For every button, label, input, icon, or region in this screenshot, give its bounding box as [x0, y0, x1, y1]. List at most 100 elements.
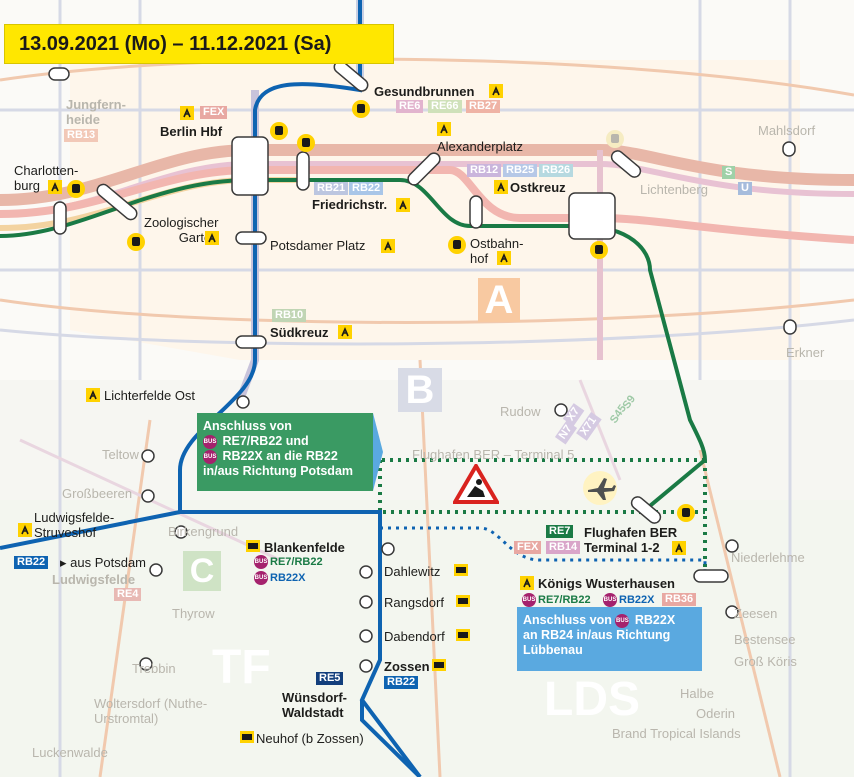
- station-alexanderplatz: Alexanderplatz: [437, 139, 523, 154]
- tag-fex: FEX: [200, 106, 228, 119]
- accessible-icon: [396, 198, 410, 212]
- station-ludwigsfelde-struveshof: Ludwigsfelde- Struveshof: [34, 510, 115, 540]
- station-lichterfelde-ost: Lichterfelde Ost: [104, 388, 196, 403]
- bus-re7-kw-label: RE7/RB22: [538, 594, 591, 606]
- tag-rb14: RB14: [546, 541, 581, 554]
- station-mahlsdorf: Mahlsdorf: [758, 123, 816, 138]
- accessible-icon: [18, 523, 32, 537]
- note-connection-potsdam-text: Anschluss von BUS RE7/RB22 und BUS RB22X…: [203, 419, 354, 478]
- tag-rb25: RB25: [503, 164, 538, 177]
- tag-rb22-aus-potsdam: RB22: [14, 556, 49, 569]
- accessible-icon: [205, 231, 219, 245]
- station-birkengrund: Birkengrund: [168, 524, 239, 539]
- station-zossen: Zossen: [384, 659, 430, 674]
- station-teltow: Teltow: [102, 447, 139, 462]
- station-aus-potsdam: ▸ aus Potsdam: [60, 555, 147, 570]
- bus-icon: BUS: [254, 555, 268, 570]
- tram-icon: [127, 233, 145, 251]
- accessible-icon: [381, 239, 395, 253]
- bus-icon: BUS: [254, 571, 268, 586]
- bus-icon: BUS: [615, 613, 630, 628]
- station-ostkreuz: Ostkreuz: [510, 180, 566, 195]
- tag-rb10: RB10: [272, 309, 307, 322]
- bus-icon: BUS: [603, 593, 617, 608]
- tag-rb22-zossen: RB22: [384, 676, 419, 689]
- station-gesundbrunnen: Gesundbrunnen: [374, 84, 475, 99]
- station-jungfernheide: Jungfern- heide: [66, 97, 126, 127]
- station-grossbeeren: Großbeeren: [62, 486, 133, 501]
- zone-b-label: B: [398, 368, 442, 412]
- date-range-banner: 13.09.2021 (Mo) – 11.12.2021 (Sa): [4, 24, 394, 64]
- tag-rb22-friedrichstr: RB22: [349, 182, 384, 195]
- accessible-icon: [494, 180, 508, 194]
- station-bestensee: Bestensee: [734, 632, 796, 647]
- station-trebbin: Trebbin: [132, 661, 176, 676]
- train-icon: [456, 629, 470, 641]
- tram-icon: [297, 134, 315, 152]
- station-potsdamer-platz: Potsdamer Platz: [270, 238, 366, 253]
- note-connection-potsdam: Anschluss von BUS RE7/RB22 und BUS RB22X…: [197, 413, 373, 491]
- date-range-text: 13.09.2021 (Mo) – 11.12.2021 (Sa): [19, 33, 332, 55]
- train-icon: [432, 659, 446, 671]
- zone-c-label: C: [183, 551, 221, 591]
- accessible-icon: [437, 122, 451, 136]
- accessible-icon: [338, 325, 352, 339]
- tag-rb12: RB12: [467, 164, 502, 177]
- station-suedkreuz: Südkreuz: [270, 325, 329, 340]
- aus-potsdam-text: aus Potsdam: [70, 555, 147, 570]
- accessible-icon: [520, 576, 534, 590]
- station-blankenfelde: Blankenfelde: [264, 540, 345, 555]
- station-neuhof: Neuhof (b Zossen): [256, 731, 364, 746]
- train-icon: [456, 595, 470, 607]
- station-woltersdorf: Woltersdorf (Nuthe- Urstromtal): [94, 696, 208, 726]
- station-rudow: Rudow: [500, 404, 541, 419]
- note-green-arrow: [373, 413, 383, 491]
- tag-re5: RE5: [316, 672, 344, 685]
- tag-re66: RE66: [428, 100, 462, 113]
- bus-icon: BUS: [522, 593, 536, 608]
- tram-icon: [270, 122, 288, 140]
- tag-rb26: RB26: [539, 164, 574, 177]
- note-connection-luebbenau: Anschluss von BUS RB22X an RB24 in/aus R…: [517, 607, 702, 671]
- tram-icon: [677, 504, 695, 522]
- station-flughafen-t5: Flughafen BER – Terminal 5: [412, 447, 575, 462]
- train-icon: [454, 564, 468, 576]
- tram-icon: [606, 130, 624, 148]
- construction-warning-icon: [453, 464, 499, 504]
- tag-rb21: RB21: [314, 182, 349, 195]
- zone-a-label: A: [478, 278, 520, 322]
- accessible-icon: [672, 541, 686, 555]
- bus-icon: BUS: [203, 434, 217, 449]
- station-oderin: Oderin: [696, 706, 736, 721]
- station-erkner: Erkner: [786, 345, 825, 360]
- station-dahlewitz: Dahlewitz: [384, 564, 441, 579]
- station-dabendorf: Dabendorf: [384, 629, 445, 644]
- station-charlottenburg: Charlotten- burg: [14, 163, 79, 193]
- train-icon: [246, 540, 260, 552]
- station-gross-koeris: Groß Köris: [734, 654, 797, 669]
- station-ludwigsfelde: Ludwigsfelde: [52, 572, 136, 587]
- station-rangsdorf: Rangsdorf: [384, 595, 444, 610]
- tram-icon: [448, 236, 466, 254]
- tram-icon: [352, 100, 370, 118]
- tram-icon: [590, 241, 608, 259]
- tag-fex-flughafen: FEX: [514, 541, 542, 554]
- tag-u-lichtenberg: U: [738, 182, 752, 195]
- tag-rb36: RB36: [662, 593, 697, 606]
- station-friedrichstr: Friedrichstr.: [312, 197, 388, 212]
- accessible-icon: [86, 388, 100, 402]
- bus-re7-label: RE7/RB22: [270, 556, 323, 568]
- tag-re4: RE4: [114, 588, 142, 601]
- airplane-icon: [583, 471, 617, 505]
- station-koenigs-wusterhausen: Königs Wusterhausen: [538, 576, 676, 591]
- station-ostbahnhof: Ostbahn- hof: [470, 236, 524, 266]
- train-icon: [240, 731, 254, 743]
- accessible-icon: [489, 84, 503, 98]
- accessible-icon: [497, 251, 511, 265]
- bus-rb22x-kw-label: RB22X: [619, 594, 655, 606]
